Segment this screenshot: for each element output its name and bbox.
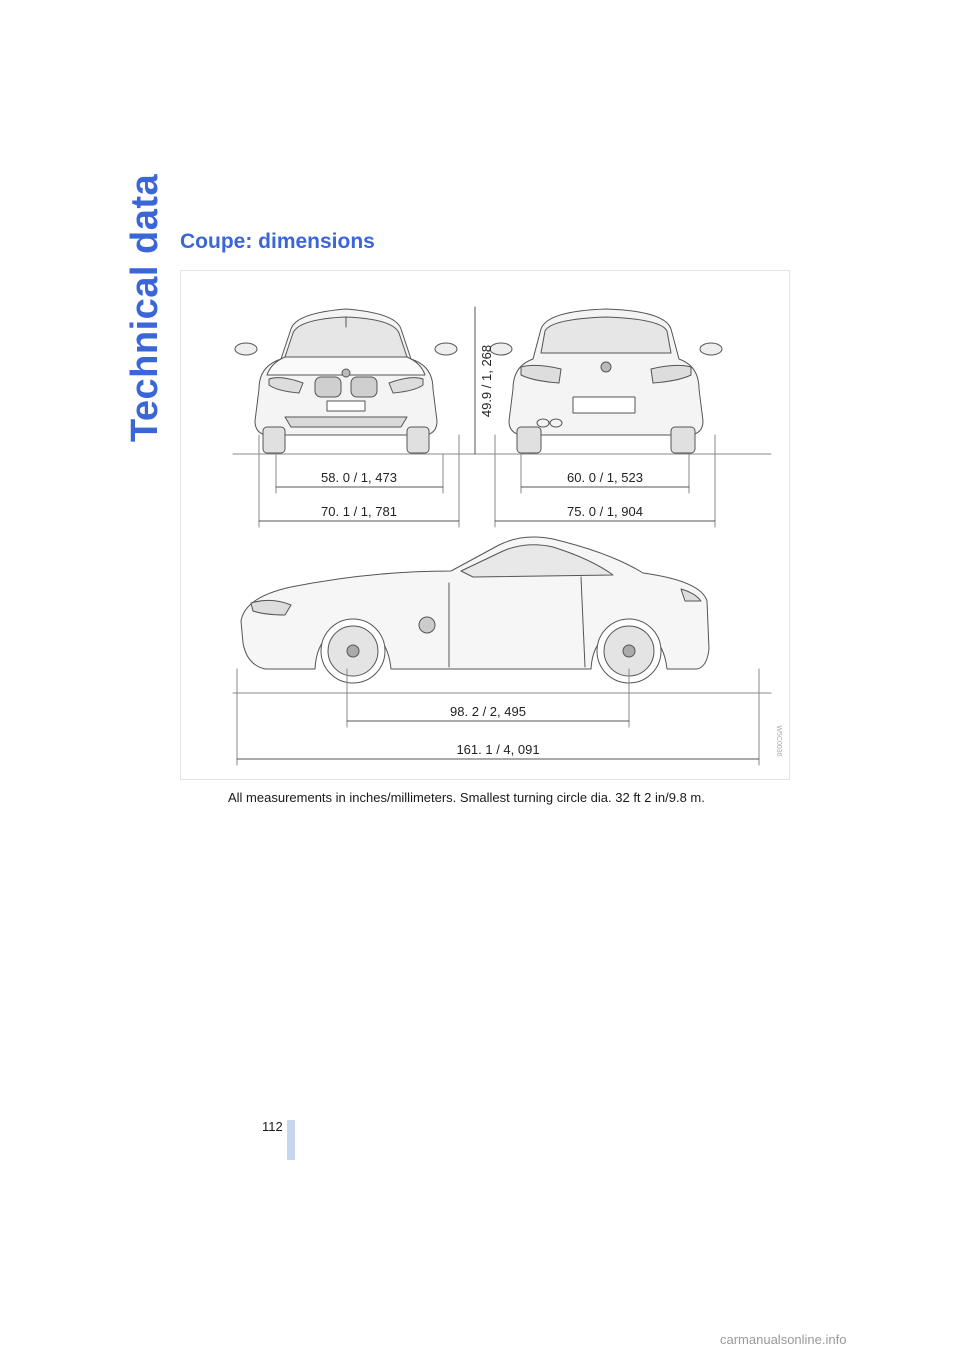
rear-track-label: 60. 0 / 1, 523 [567, 470, 643, 485]
length-label: 161. 1 / 4, 091 [456, 742, 539, 757]
front-track-label: 58. 0 / 1, 473 [321, 470, 397, 485]
figure-ref-code: W5C0036 [775, 725, 782, 756]
watermark: carmanualsonline.info [720, 1332, 847, 1347]
rear-view-car [489, 308, 723, 454]
dimensions-figure: 58. 0 / 1, 473 70. 1 / 1, 781 60. 0 / 1,… [180, 270, 790, 780]
front-view-car [234, 308, 458, 454]
section-side-tab: Technical data [112, 174, 172, 442]
height-label: 49.9 / 1, 268 [479, 345, 494, 417]
dimensions-drawing: 58. 0 / 1, 473 70. 1 / 1, 781 60. 0 / 1,… [232, 306, 782, 766]
section-title: Coupe: dimensions [180, 230, 375, 253]
side-tab-label: Technical data [124, 173, 166, 442]
page-number: 112 [262, 1119, 283, 1134]
rear-width-label: 75. 0 / 1, 904 [567, 504, 643, 519]
side-view-car [240, 536, 710, 684]
wheelbase-label: 98. 2 / 2, 495 [450, 704, 526, 719]
front-width-label: 70. 1 / 1, 781 [321, 504, 397, 519]
figure-caption: All measurements in inches/millimeters. … [228, 790, 705, 805]
page-marker-bar [287, 1120, 295, 1160]
